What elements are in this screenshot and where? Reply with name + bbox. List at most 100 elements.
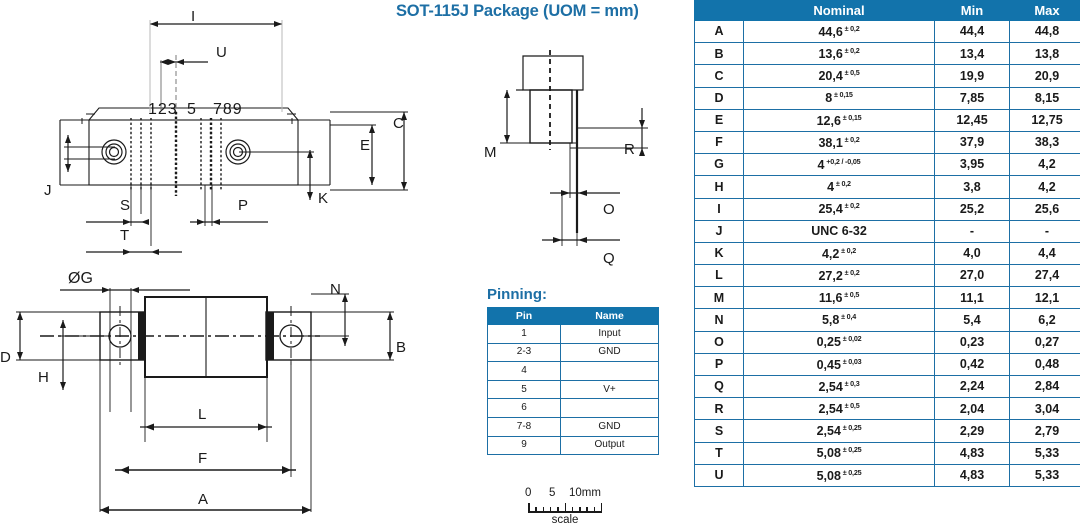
nominal-tolerance: ± 0,2: [843, 46, 860, 55]
scale-ticks: [528, 502, 602, 513]
dimension-cell-max: 5,33: [1010, 442, 1080, 464]
scale-tick-5: 5: [549, 487, 555, 499]
dimension-header-key: [695, 1, 744, 21]
dimension-cell-max: 13,8: [1010, 43, 1080, 65]
dim-label-I: I: [191, 8, 195, 25]
dim-label-E: E: [360, 137, 370, 154]
dimension-cell-nominal: UNC 6-32: [744, 220, 935, 242]
nominal-value: 0,45: [817, 358, 841, 372]
dimension-cell-min: 27,0: [935, 265, 1010, 287]
pinning-cell-name: [561, 362, 659, 381]
dimension-header-nominal: Nominal: [744, 1, 935, 21]
scale-label: scale: [505, 514, 625, 526]
nominal-value: 2,54: [818, 380, 842, 394]
nominal-value: 5,8: [822, 313, 839, 327]
dimension-cell-key: E: [695, 109, 744, 131]
nominal-tolerance: ± 0,02: [841, 334, 862, 343]
dimension-cell-min: 7,85: [935, 87, 1010, 109]
dim-label-A: A: [198, 491, 208, 508]
dim-label-S: S: [120, 197, 130, 214]
pinning-row: 6: [488, 399, 659, 418]
dim-label-Q: Q: [603, 250, 615, 267]
nominal-tolerance: ± 0,03: [841, 357, 862, 366]
scale-tick-10: 10mm: [569, 487, 601, 499]
dim-label-J: J: [44, 182, 52, 199]
pinning-header-name: Name: [561, 308, 659, 325]
nominal-value: 2,54: [817, 424, 841, 438]
dimension-cell-key: N: [695, 309, 744, 331]
dimension-cell-max: 6,2: [1010, 309, 1080, 331]
nominal-value: UNC 6-32: [811, 224, 867, 238]
dim-label-C: C: [393, 115, 404, 132]
dimension-cell-min: 3,95: [935, 154, 1010, 176]
dimension-cell-key: B: [695, 43, 744, 65]
scale-numbers: 0 5 10mm: [505, 487, 625, 501]
dimension-cell-nominal: 20,4 ± 0,5: [744, 65, 935, 87]
dim-label-M: M: [484, 144, 497, 161]
dimension-cell-min: 44,4: [935, 21, 1010, 43]
scale-tick-0: 0: [525, 487, 531, 499]
dimension-cell-nominal: 13,6 ± 0,2: [744, 43, 935, 65]
dimension-cell-min: 37,9: [935, 131, 1010, 153]
dimension-cell-max: 4,4: [1010, 242, 1080, 264]
dimension-cell-max: 12,1: [1010, 287, 1080, 309]
dimension-cell-key: O: [695, 331, 744, 353]
dimension-cell-nominal: 8 ± 0,15: [744, 87, 935, 109]
dimension-cell-nominal: 5,8 ± 0,4: [744, 309, 935, 331]
pin-numbers-group-3: 789: [213, 101, 243, 119]
nominal-value: 12,6: [817, 114, 841, 128]
dimension-cell-max: 0,27: [1010, 331, 1080, 353]
dimension-header-row: Nominal Min Max: [695, 1, 1080, 21]
dimension-cell-nominal: 2,54 ± 0,5: [744, 398, 935, 420]
nominal-tolerance: ± 0,15: [841, 113, 862, 122]
dimension-cell-max: 25,6: [1010, 198, 1080, 220]
dim-label-K: K: [318, 190, 328, 207]
dimension-cell-nominal: 38,1 ± 0,2: [744, 131, 935, 153]
nominal-value: 13,6: [818, 47, 842, 61]
dimension-cell-min: 0,42: [935, 353, 1010, 375]
side-view-drawing: [470, 28, 690, 298]
nominal-value: 20,4: [818, 69, 842, 83]
pinning-cell-pin: 2-3: [488, 343, 561, 362]
nominal-tolerance: ± 0,4: [839, 312, 856, 321]
dimension-cell-key: I: [695, 198, 744, 220]
dim-label-diameter-G: ØG: [68, 270, 93, 288]
dimension-cell-max: 20,9: [1010, 65, 1080, 87]
nominal-value: 2,54: [818, 402, 842, 416]
dimension-cell-max: 5,33: [1010, 464, 1080, 486]
dimension-cell-min: 4,0: [935, 242, 1010, 264]
dimension-cell-min: 4,83: [935, 464, 1010, 486]
dimension-cell-key: P: [695, 353, 744, 375]
nominal-tolerance: ± 0,2: [843, 201, 860, 210]
dimension-cell-min: -: [935, 220, 1010, 242]
dimension-cell-nominal: 0,25 ± 0,02: [744, 331, 935, 353]
dimension-cell-key: U: [695, 464, 744, 486]
dimension-cell-max: 2,79: [1010, 420, 1080, 442]
dimension-header-max: Max: [1010, 1, 1080, 21]
nominal-tolerance: ± 0,25: [841, 423, 862, 432]
dim-label-P: P: [238, 197, 248, 214]
dimension-cell-max: 2,84: [1010, 376, 1080, 398]
dimension-cell-nominal: 12,6 ± 0,15: [744, 109, 935, 131]
dimension-cell-min: 0,23: [935, 331, 1010, 353]
dimension-cell-max: 3,04: [1010, 398, 1080, 420]
dimension-cell-nominal: 0,45 ± 0,03: [744, 353, 935, 375]
dimension-cell-max: -: [1010, 220, 1080, 242]
nominal-tolerance: ± 0,2: [839, 246, 856, 255]
dimension-cell-key: L: [695, 265, 744, 287]
dimension-cell-max: 27,4: [1010, 265, 1080, 287]
nominal-tolerance: ± 0,5: [842, 290, 859, 299]
dimension-cell-min: 2,04: [935, 398, 1010, 420]
